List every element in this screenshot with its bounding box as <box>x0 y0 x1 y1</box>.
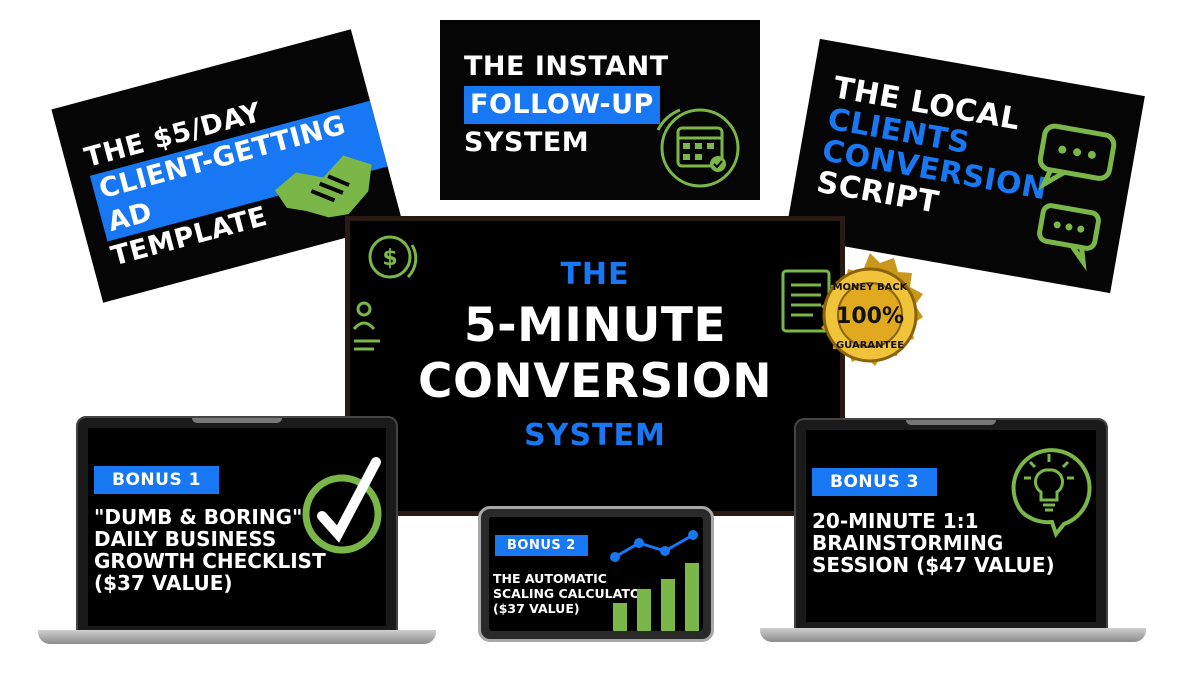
bonus-2-line1: THE AUTOMATIC <box>493 571 607 586</box>
svg-text:$: $ <box>382 246 397 271</box>
follow-up-title: THE INSTANT FOLLOW-UP SYSTEM <box>464 48 669 162</box>
main-title-5-minute: 5-MINUTE <box>463 298 727 353</box>
main-title-the: THE <box>560 257 630 292</box>
bonus-3-laptop-base <box>760 628 1146 642</box>
bonus-1-badge: BONUS 1 <box>94 466 219 494</box>
dollar-cycle-icon: $ <box>368 235 418 279</box>
seal-top-text: MONEY BACK <box>833 282 909 293</box>
ad-template-card: THE $5/DAY CLIENT-GETTING AD TEMPLATE <box>51 29 403 303</box>
seal-center-text: 100% <box>836 304 904 329</box>
bonus-3-notch <box>906 420 996 425</box>
bonus-1-line4: ($37 VALUE) <box>94 571 233 595</box>
growth-chart-icon <box>610 530 699 631</box>
bonus-1-notch <box>192 418 282 423</box>
follow-up-line2: FOLLOW-UP <box>464 86 660 124</box>
bonus-3-badge: BONUS 3 <box>812 468 937 496</box>
bonus-1-line1: "DUMB & BORING" <box>94 505 303 529</box>
seal-bottom-text: GUARANTEE <box>836 340 904 351</box>
bonus-1-line2: DAILY BUSINESS <box>94 527 277 551</box>
bonus-3-line3: SESSION ($47 VALUE) <box>812 553 1055 577</box>
lightbulb-icon <box>1011 448 1092 539</box>
bonus-1-description: "DUMB & BORING" DAILY BUSINESS GROWTH CH… <box>94 506 326 594</box>
bonus-3-line2: BRAINSTORMING <box>812 531 1004 555</box>
follow-up-line1: THE INSTANT <box>464 51 669 82</box>
bonus-2-line2: SCALING CALCULATOR <box>493 586 651 601</box>
bonus-1-screen: BONUS 1 "DUMB & BORING" DAILY BUSINESS G… <box>76 416 398 634</box>
bonus-2-line3: ($37 VALUE) <box>493 601 580 616</box>
chat-bubble-icon <box>1037 123 1117 272</box>
conversion-script-card: THE LOCAL CLIENTS CONVERSION SCRIPT <box>785 38 1145 294</box>
bonus-2-tablet: BONUS 2 THE AUTOMATIC SCALING CALCULATOR… <box>478 506 714 642</box>
bonus-2-badge: BONUS 2 <box>495 535 588 556</box>
calendar-icon <box>656 108 740 188</box>
main-product-monitor: $ THE 5-MINUTE CONVERSION SYSTEM <box>345 216 845 516</box>
handshake-icon <box>274 155 372 218</box>
checkmark-icon <box>302 457 382 554</box>
bonus-3-screen: BONUS 3 20-MINUTE 1:1 BRAINSTORMING SESS… <box>794 418 1108 630</box>
main-title-system: SYSTEM <box>524 418 666 453</box>
follow-up-line3: SYSTEM <box>464 127 590 158</box>
money-back-guarantee-seal: 100% MONEY BACK GUARANTEE <box>821 253 923 366</box>
bonus-3-description: 20-MINUTE 1:1 BRAINSTORMING SESSION ($47… <box>812 510 1055 576</box>
main-title-conversion: CONVERSION <box>417 354 773 409</box>
bonus-1-line3: GROWTH CHECKLIST <box>94 549 326 573</box>
people-icon <box>352 301 380 351</box>
follow-up-card: THE INSTANT FOLLOW-UP SYSTEM <box>440 20 760 200</box>
bonus-3-line1: 20-MINUTE 1:1 <box>812 509 979 533</box>
bonus-1-laptop-base <box>38 630 436 644</box>
bonus-2-description: THE AUTOMATIC SCALING CALCULATOR ($37 VA… <box>493 571 650 616</box>
